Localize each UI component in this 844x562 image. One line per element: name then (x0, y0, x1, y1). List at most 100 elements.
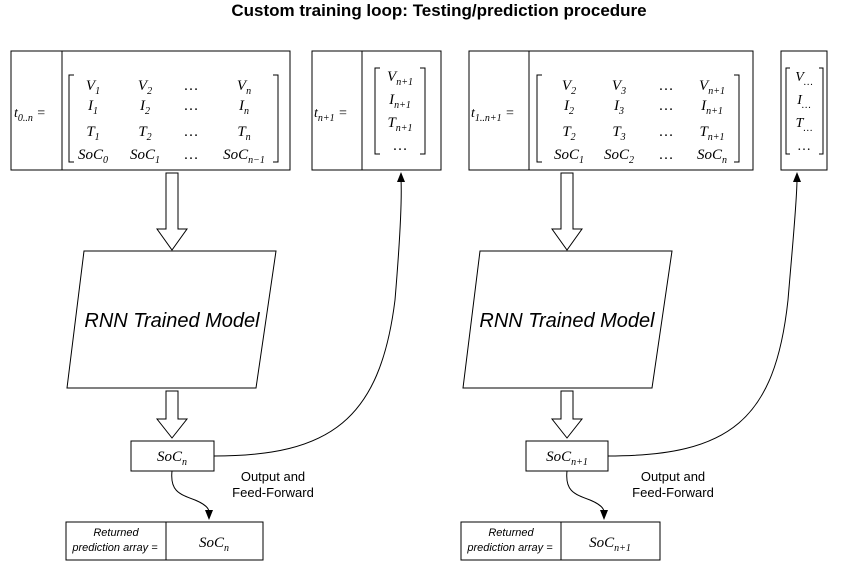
math-base: … (659, 98, 674, 114)
right-next-box: V…I…T…… (780, 50, 828, 171)
math-base: V (562, 78, 573, 94)
left-output-box: SoCn (130, 440, 215, 472)
math-base: SoC (554, 147, 580, 163)
right-next-vector: V…I…T…… (795, 70, 813, 154)
math-subscript: … (802, 100, 811, 111)
right-return-connector (566, 470, 605, 515)
math-base: SoC (157, 449, 183, 465)
math-subscript: 3 (620, 86, 626, 97)
left-returned-value: SoCn (199, 535, 229, 554)
vector-cell: Tn+1 (387, 115, 412, 134)
math-base: … (659, 147, 674, 163)
math-base: … (184, 124, 199, 140)
math-base: t (14, 106, 19, 121)
math-base: SoC (78, 147, 104, 163)
right-feed-label-2: Feed-Forward (632, 485, 714, 500)
right-returned-label-2: prediction array = (466, 542, 553, 554)
math-base: V (138, 78, 149, 94)
math-base: T (237, 124, 247, 140)
math-subscript: 1 (579, 155, 584, 166)
matrix-cell: T3 (612, 124, 625, 143)
matrix-cell: SoC2 (604, 147, 634, 166)
matrix-cell: T1 (86, 124, 99, 143)
math-subscript: 3 (618, 106, 624, 117)
vector-cell: In+1 (388, 92, 411, 111)
left-next-label: tn+1 = (314, 106, 348, 124)
right-output-arrow (550, 390, 584, 439)
math-subscript: n+1 (318, 113, 335, 124)
math-subscript: n+1 (708, 132, 725, 143)
math-base: SoC (589, 535, 615, 551)
math-base: SoC (604, 147, 630, 163)
matrix-cell: V2 (562, 78, 576, 97)
math-subscript: 2 (571, 132, 576, 143)
left-matrix-right-bracket (273, 74, 279, 163)
matrix-cell: I2 (563, 98, 574, 117)
left-return-connector (171, 470, 210, 515)
left-model: RNN Trained Model (66, 250, 277, 389)
left-matrix-left-bracket (68, 74, 74, 163)
left-next-box: tn+1 = Vn+1In+1Tn+1… (311, 50, 442, 171)
vector-cell: Vn+1 (387, 69, 413, 88)
right-output-label: SoCn+1 (546, 449, 588, 468)
math-base: … (797, 139, 811, 154)
math-subscript: n+1 (614, 543, 631, 554)
matrix-cell: … (184, 78, 199, 94)
right-returned-label-1: Returned (488, 527, 534, 539)
math-base: t (314, 106, 319, 121)
left-feed-forward-arrowhead (397, 172, 405, 182)
matrix-cell: In+1 (700, 98, 723, 117)
right-matrix-left-bracket (536, 74, 542, 163)
math-subscript: n+1 (706, 106, 723, 117)
math-base: … (659, 124, 674, 140)
left-vector-left-bracket (374, 67, 380, 155)
math-subscript: n+1 (394, 100, 411, 111)
math-subscript: n (244, 106, 249, 117)
equals-sign: = (335, 106, 348, 121)
left-returned-label-1: Returned (93, 527, 139, 539)
matrix-cell: … (184, 124, 199, 140)
matrix-cell: … (659, 147, 674, 163)
left-feed-forward-connector (213, 178, 402, 457)
right-model-label: RNN Trained Model (479, 310, 655, 332)
left-output-label: SoCn (157, 449, 187, 468)
matrix-cell: Vn (237, 78, 251, 97)
vector-cell: V… (795, 70, 813, 88)
matrix-cell: SoC1 (130, 147, 160, 166)
math-subscript: 1 (95, 86, 100, 97)
math-base: I (796, 93, 803, 108)
right-input-arrow (551, 172, 583, 251)
math-subscript: 1 (95, 132, 100, 143)
left-return-arrowhead (205, 510, 213, 520)
math-subscript: 1..n+1 (475, 113, 502, 124)
matrix-cell: V3 (612, 78, 626, 97)
matrix-cell: … (659, 124, 674, 140)
math-base: T (796, 116, 805, 131)
math-subscript: n (182, 457, 187, 468)
math-subscript: 2 (145, 106, 150, 117)
matrix-cell: Tn+1 (699, 124, 724, 143)
math-subscript: 0..n (18, 113, 33, 124)
right-input-label: t1..n+1 = (471, 106, 515, 124)
vector-cell: … (393, 138, 408, 154)
math-subscript: 2 (147, 132, 152, 143)
math-subscript: n (246, 86, 251, 97)
math-subscript: n (246, 132, 251, 143)
math-base: … (184, 147, 199, 163)
math-subscript: n+1 (396, 77, 413, 88)
matrix-cell: I1 (87, 98, 98, 117)
left-input-label: t0..n = (14, 106, 46, 124)
right-vector-left-bracket (785, 67, 790, 155)
left-feed-label-2: Feed-Forward (232, 485, 314, 500)
matrix-cell: … (659, 98, 674, 114)
right-vector-right-bracket (819, 67, 824, 155)
right-feed-forward-arrowhead (793, 172, 801, 182)
math-subscript: 2 (147, 86, 152, 97)
math-subscript: 2 (571, 86, 576, 97)
matrix-cell: Tn (237, 124, 250, 143)
matrix-cell: SoC1 (554, 147, 584, 166)
matrix-cell: T2 (562, 124, 575, 143)
math-subscript: 1 (93, 106, 98, 117)
